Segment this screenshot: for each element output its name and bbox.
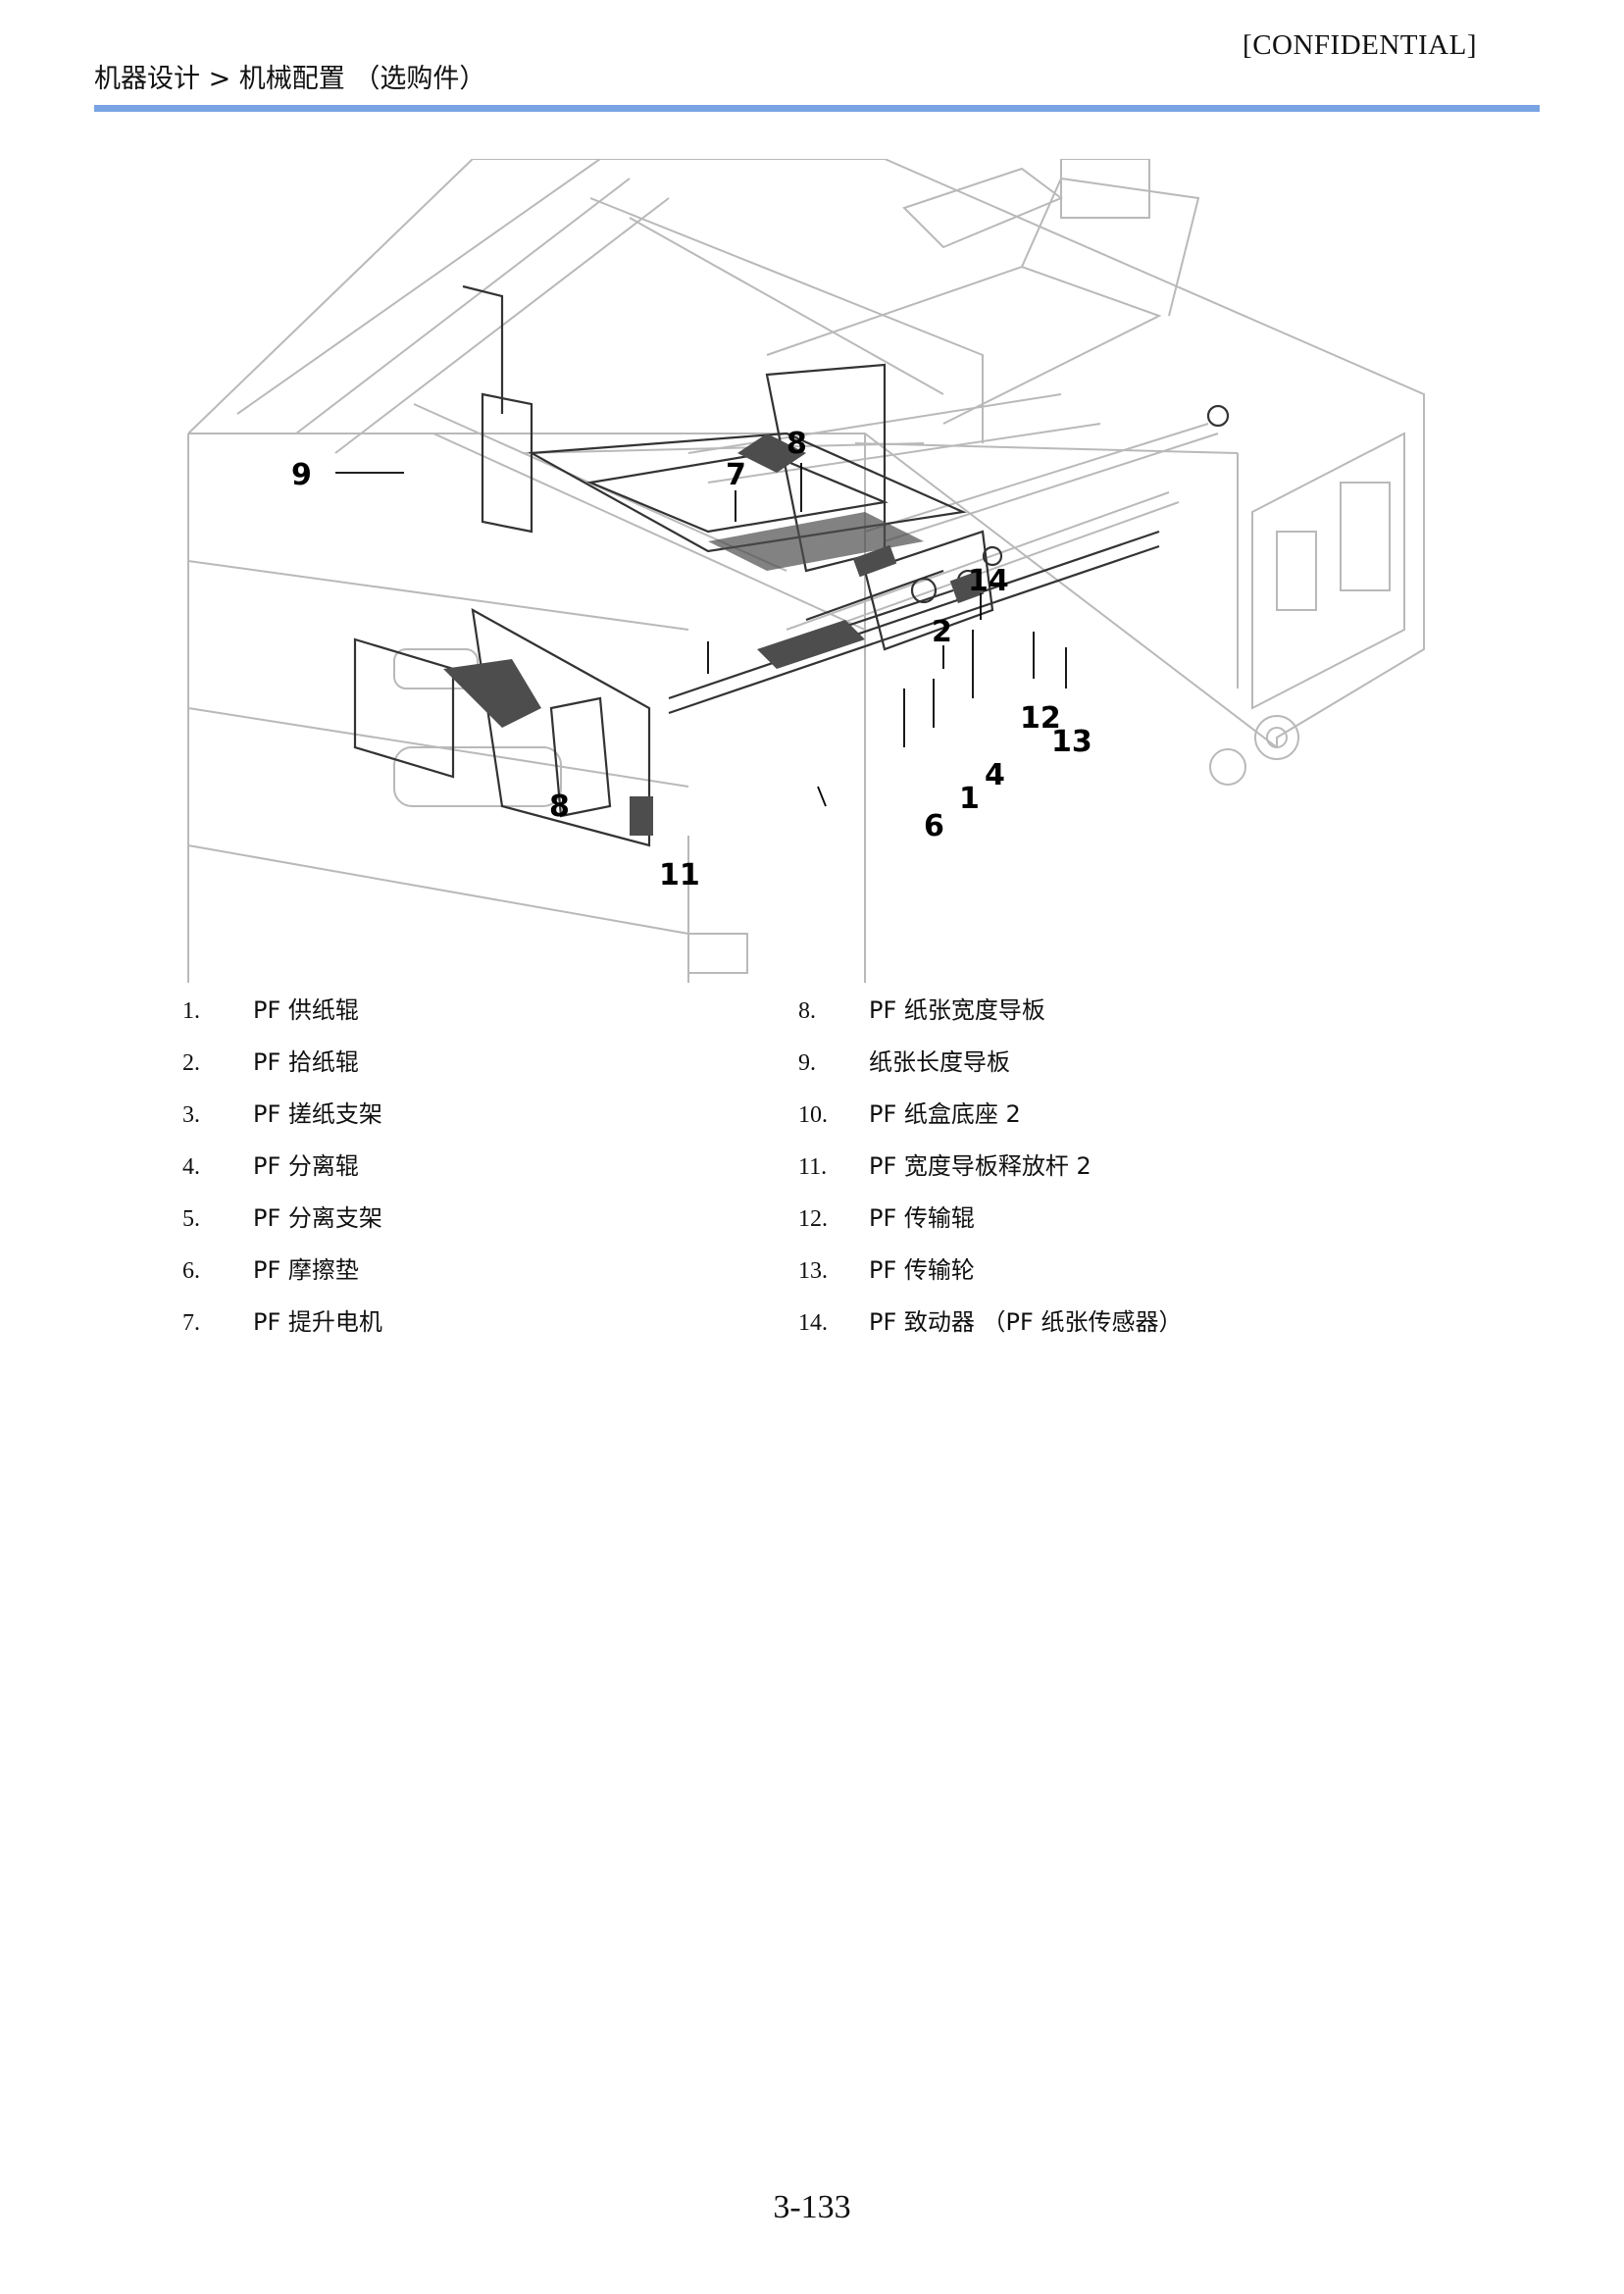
part-number: 11.: [798, 1154, 828, 1180]
part-item-14: 14. PF 致动器 （PF 纸张传感器）: [798, 1302, 1182, 1342]
part-item-13: 13. PF 传输轮: [798, 1250, 975, 1290]
callout-7: 7: [726, 458, 746, 492]
part-number: 10.: [798, 1102, 828, 1128]
part-item-11: 11. PF 宽度导板释放杆 2: [798, 1147, 1091, 1186]
part-item-12: 12. PF 传输辊: [798, 1198, 975, 1238]
callout-2: 2: [932, 615, 952, 649]
part-number: 5.: [182, 1206, 200, 1232]
part-name: 纸张长度导板: [869, 1048, 1010, 1076]
part-number: 9.: [798, 1050, 816, 1076]
breadcrumb: 机器设计 > 机械配置 （选购件）: [94, 64, 486, 94]
header-divider: [94, 105, 1540, 112]
part-name: PF 摩擦垫: [253, 1256, 359, 1284]
part-item-6: 6. PF 摩擦垫: [182, 1250, 359, 1290]
part-number: 6.: [182, 1258, 200, 1284]
callout-13: 13: [1051, 725, 1092, 759]
callout-4: 4: [985, 758, 1005, 792]
callout-14: 14: [968, 564, 1009, 598]
part-name: PF 宽度导板释放杆 2: [869, 1152, 1091, 1180]
part-number: 2.: [182, 1050, 200, 1076]
page-number: 3-133: [773, 2189, 851, 2225]
part-number: 8.: [798, 998, 816, 1024]
part-number: 13.: [798, 1258, 828, 1284]
paper-feeder-diagram: 9 8 7 14 2 12 13 4 1 6 8 11: [178, 159, 1453, 983]
part-name: PF 传输轮: [869, 1256, 975, 1284]
part-item-10: 10. PF 纸盒底座 2: [798, 1095, 1021, 1134]
callout-9: 9: [291, 458, 312, 492]
part-name: PF 供纸辊: [253, 996, 359, 1024]
part-item-8: 8. PF 纸张宽度导板: [798, 991, 1045, 1030]
part-name: PF 传输辊: [869, 1204, 975, 1232]
part-name: PF 拾纸辊: [253, 1048, 359, 1076]
part-item-3: 3. PF 搓纸支架: [182, 1095, 382, 1134]
part-name: PF 致动器 （PF 纸张传感器）: [869, 1308, 1183, 1336]
part-number: 14.: [798, 1310, 828, 1336]
part-item-4: 4. PF 分离辊: [182, 1147, 359, 1186]
part-name: PF 提升电机: [253, 1308, 382, 1336]
part-name: PF 搓纸支架: [253, 1100, 382, 1128]
callout-6: 6: [924, 809, 944, 843]
part-item-5: 5. PF 分离支架: [182, 1198, 382, 1238]
part-item-2: 2. PF 拾纸辊: [182, 1043, 359, 1082]
part-item-1: 1. PF 供纸辊: [182, 991, 359, 1030]
feeder-illustration: 9 8 7 14 2 12 13 4 1 6 8 11: [187, 159, 1425, 983]
part-name: PF 分离辊: [253, 1152, 359, 1180]
callout-11: 11: [659, 858, 700, 892]
callout-8-bottom: 8: [549, 790, 570, 824]
part-name: PF 纸张宽度导板: [869, 996, 1045, 1024]
confidential-label: [CONFIDENTIAL]: [1243, 29, 1477, 61]
callout-12: 12: [1020, 701, 1061, 736]
callout-1: 1: [959, 782, 980, 816]
part-item-9: 9. 纸张长度导板: [798, 1043, 1010, 1082]
part-number: 12.: [798, 1206, 828, 1232]
part-number: 1.: [182, 998, 200, 1024]
part-number: 4.: [182, 1154, 200, 1180]
part-item-7: 7. PF 提升电机: [182, 1302, 382, 1342]
part-number: 3.: [182, 1102, 200, 1128]
part-number: 7.: [182, 1310, 200, 1336]
part-name: PF 纸盒底座 2: [869, 1100, 1021, 1128]
callout-8-top: 8: [787, 427, 807, 461]
part-name: PF 分离支架: [253, 1204, 382, 1232]
